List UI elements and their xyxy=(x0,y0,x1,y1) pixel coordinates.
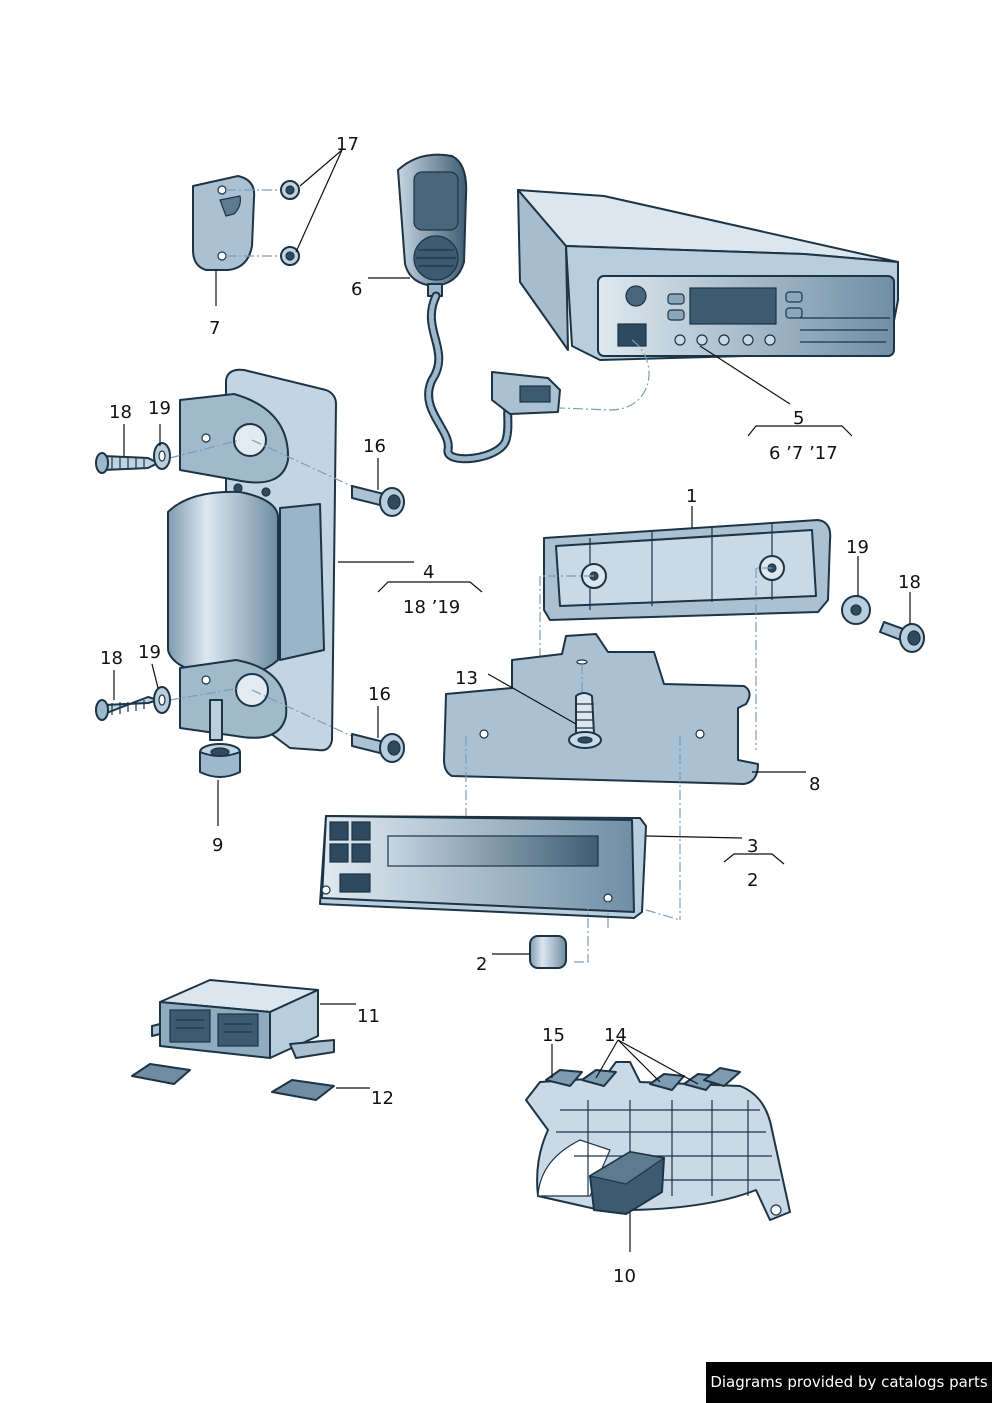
callout-labels: 17 7 6 5 6 ’7 ’17 18 19 16 4 18 ’19 18 1… xyxy=(100,134,921,1287)
pad-part-12-right xyxy=(271,1079,335,1101)
screw-part-18-lower xyxy=(95,696,159,721)
label-8: 8 xyxy=(809,774,820,795)
label-4: 4 xyxy=(423,562,434,583)
screw-part-18-upper xyxy=(95,452,159,474)
label-6: 6 xyxy=(351,279,362,300)
label-16-upper: 16 xyxy=(363,436,386,457)
label-14: 14 xyxy=(604,1025,627,1046)
pad-part-12-left xyxy=(131,1063,191,1085)
label-4-sub: 18 ’19 xyxy=(403,597,460,618)
label-18-upper: 18 xyxy=(109,402,132,423)
label-7: 7 xyxy=(209,318,220,339)
label-16-lower: 16 xyxy=(368,684,391,705)
leader-lines xyxy=(113,149,911,1252)
plate-part-8 xyxy=(443,633,759,785)
label-10: 10 xyxy=(613,1266,636,1287)
label-15: 15 xyxy=(542,1025,565,1046)
washer-part-19-upper xyxy=(153,442,171,470)
control-unit-part-11 xyxy=(151,979,335,1059)
credit-banner: Diagrams provided by catalogs parts xyxy=(706,1362,992,1403)
label-5-sub: 6 ’7 ’17 xyxy=(769,443,838,464)
display-unit-part-3 xyxy=(319,815,647,919)
washer-part-19-right xyxy=(841,595,871,625)
label-19-right: 19 xyxy=(846,537,869,558)
washer-part-19-lower xyxy=(153,686,171,714)
label-2-right: 2 xyxy=(747,870,758,891)
radio-unit-part-5 xyxy=(517,189,899,411)
label-5: 5 xyxy=(793,408,804,429)
label-2-left: 2 xyxy=(476,954,487,975)
screw-part-16-upper xyxy=(351,485,405,517)
label-19-lower: 19 xyxy=(138,642,161,663)
microphone-part-6 xyxy=(397,153,561,464)
grommet-part-9 xyxy=(199,743,241,778)
label-1: 1 xyxy=(686,486,697,507)
relay-carrier-part-10 xyxy=(525,1061,791,1221)
bracket-part-7 xyxy=(192,175,300,271)
label-3: 3 xyxy=(747,836,758,857)
knob-part-2 xyxy=(529,935,567,969)
mounting-bracket-part-1 xyxy=(543,519,832,621)
label-18-right: 18 xyxy=(898,572,921,593)
bracket-assembly-part-4 xyxy=(167,368,337,752)
screw-part-18-right xyxy=(879,621,925,653)
label-19-upper: 19 xyxy=(148,398,171,419)
screw-part-16-lower xyxy=(351,733,405,763)
label-13: 13 xyxy=(455,668,478,689)
label-17: 17 xyxy=(336,134,359,155)
label-9: 9 xyxy=(212,835,223,856)
screw-part-13 xyxy=(568,692,602,749)
label-11: 11 xyxy=(357,1006,380,1027)
label-12: 12 xyxy=(371,1088,394,1109)
label-18-lower: 18 xyxy=(100,648,123,669)
